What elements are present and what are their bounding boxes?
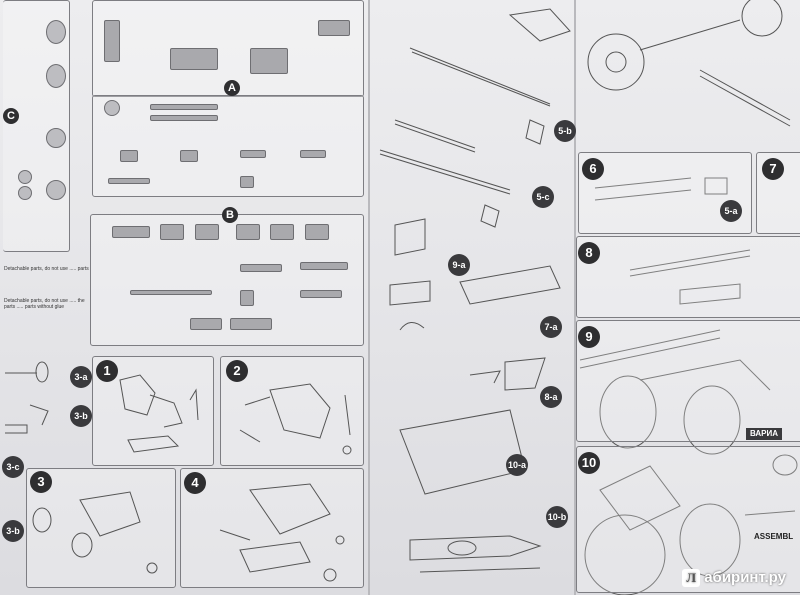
subassembly-tag: 5-a xyxy=(720,200,742,222)
subassembly-tag: 8-a xyxy=(540,386,562,408)
step-number-9: 9 xyxy=(578,326,600,348)
page-fold xyxy=(574,0,576,595)
note-detachable-parts: Detachable parts, do not use ..... parts xyxy=(4,266,89,272)
step-box-8 xyxy=(576,236,800,318)
sprue-part xyxy=(46,180,66,200)
step-number-3: 3 xyxy=(30,471,52,493)
sprue-part xyxy=(270,224,294,240)
sprue-part xyxy=(18,170,32,184)
step-number-6: 6 xyxy=(582,158,604,180)
sprue-part xyxy=(240,150,266,158)
sprue-part xyxy=(305,224,329,240)
sprue-part xyxy=(150,115,218,121)
sprue-part xyxy=(170,48,218,70)
sprue-part xyxy=(104,100,120,116)
sprue-part xyxy=(46,64,66,88)
variant-label: ВАРИА xyxy=(746,428,783,440)
sprue-part xyxy=(130,290,212,295)
sprue-part xyxy=(108,178,150,184)
watermark: Л абиринт.ру xyxy=(682,569,786,587)
sprue-part xyxy=(18,186,32,200)
sprue-letter-c: C xyxy=(3,108,19,124)
sprue-part xyxy=(250,48,288,74)
subassembly-tag: 3-b xyxy=(70,405,92,427)
sprue-part xyxy=(240,290,254,306)
sprue-part xyxy=(195,224,219,240)
sprue-part xyxy=(236,224,260,240)
subassembly-tag: 5-c xyxy=(532,186,554,208)
sprue-part xyxy=(230,318,272,330)
subassembly-tag: 3-a xyxy=(70,366,92,388)
sprue-part xyxy=(104,20,120,62)
sprue-part xyxy=(300,290,342,298)
subassembly-tag: 3-b xyxy=(2,520,24,542)
sprue-part xyxy=(240,264,282,272)
step-number-10: 10 xyxy=(578,452,600,474)
step-number-4: 4 xyxy=(184,472,206,494)
subassembly-tag: 9-a xyxy=(448,254,470,276)
sprue-part xyxy=(120,150,138,162)
sprue-part xyxy=(318,20,350,36)
sprue-part xyxy=(46,20,66,44)
note-detachable-glue: Detachable parts, do not use ..... the p… xyxy=(4,298,85,310)
sprue-part xyxy=(180,150,198,162)
sprue-part xyxy=(160,224,184,240)
step-box-9 xyxy=(576,320,800,442)
sprue-part xyxy=(46,128,66,148)
step-box-6 xyxy=(578,152,752,234)
sprue-letter-a: A xyxy=(224,80,240,96)
watermark-logo-icon: Л xyxy=(682,569,701,587)
step-number-1: 1 xyxy=(96,360,118,382)
step-number-2: 2 xyxy=(226,360,248,382)
step-box-3 xyxy=(26,468,176,588)
sprue-part xyxy=(300,262,348,270)
subassembly-tag: 3-c xyxy=(2,456,24,478)
sprue-part xyxy=(240,176,254,188)
subassembly-tag: 10-b xyxy=(546,506,568,528)
step-number-7: 7 xyxy=(762,158,784,180)
sprue-part xyxy=(150,104,218,110)
sprue-part xyxy=(190,318,222,330)
watermark-text: абиринт.ру xyxy=(704,569,786,586)
subassembly-tag: 7-a xyxy=(540,316,562,338)
page-fold xyxy=(368,0,370,595)
sprue-part xyxy=(300,150,326,158)
assembly-label: ASSEMBL xyxy=(754,532,794,541)
sprue-letter-b: B xyxy=(222,207,238,223)
step-box-10 xyxy=(576,446,800,593)
sprue-part xyxy=(112,226,150,238)
step-number-8: 8 xyxy=(578,242,600,264)
subassembly-tag: 5-b xyxy=(554,120,576,142)
subassembly-tag: 10-a xyxy=(506,454,528,476)
